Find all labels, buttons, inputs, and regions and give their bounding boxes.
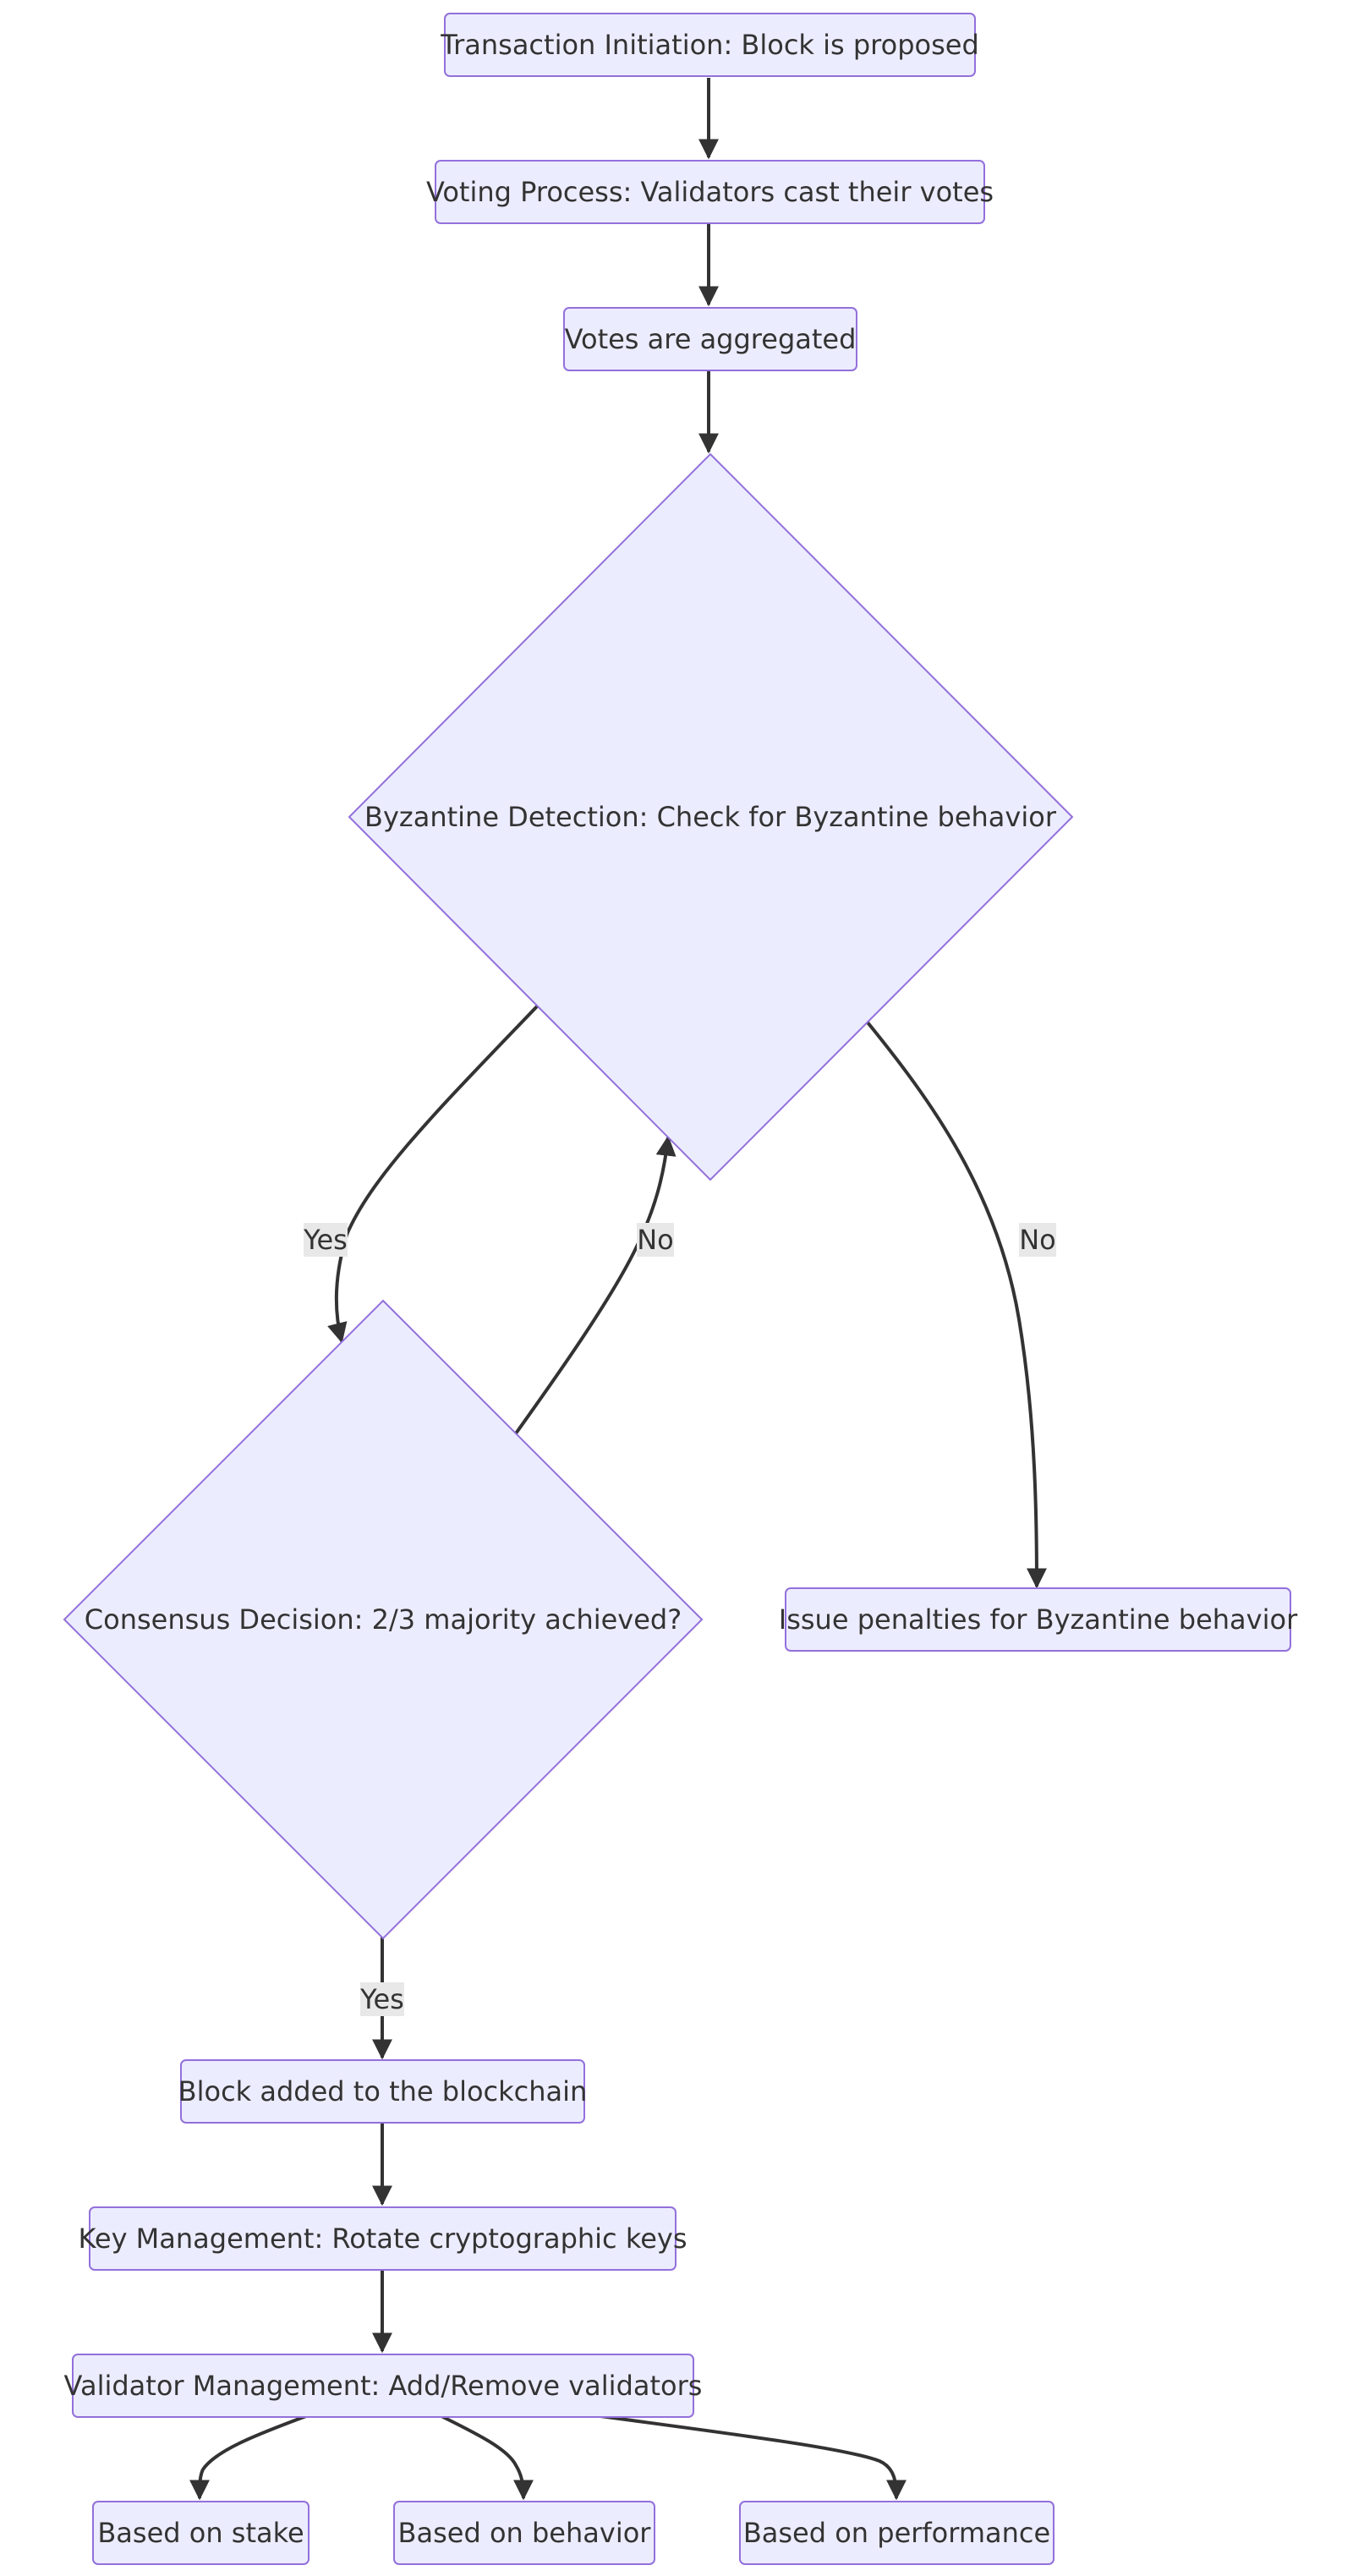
edge-detection-to-penalties	[866, 1021, 1047, 1589]
edge-label-yes-block: Yes	[359, 1982, 404, 2016]
node-voting-process[interactable]: Voting Process: Validators cast their vo…	[426, 160, 994, 224]
edge-consensus-to-detection	[514, 1135, 676, 1435]
node-label: Block added to the blockchain	[178, 2075, 588, 2107]
node-consensus-decision[interactable]: Consensus Decision: 2/3 majority achieve…	[63, 1299, 704, 1940]
node-label: Issue penalties for Byzantine behavior	[779, 1603, 1298, 1636]
edge-label-text: Yes	[359, 1983, 404, 2015]
edge-label-no-consensus: No	[637, 1223, 674, 1257]
edge-label-text: No	[637, 1224, 674, 1256]
edge-label-text: Yes	[303, 1224, 348, 1256]
node-based-on-behavior[interactable]: Based on behavior	[393, 2501, 655, 2565]
node-label: Validator Management: Add/Remove validat…	[64, 2370, 703, 2402]
edge-label-text: No	[1019, 1224, 1056, 1256]
node-votes-aggregated[interactable]: Votes are aggregated	[563, 307, 857, 371]
node-label: Based on stake	[97, 2517, 304, 2549]
edge-validator-to-stake	[189, 2414, 307, 2501]
node-label: Key Management: Rotate cryptographic key…	[78, 2222, 687, 2255]
node-label: Consensus Decision: 2/3 majority achieve…	[85, 1603, 682, 1636]
edge-label-no-penalties: No	[1019, 1223, 1056, 1257]
node-label: Votes are aggregated	[565, 323, 857, 355]
node-based-on-stake[interactable]: Based on stake	[92, 2501, 309, 2565]
node-key-management[interactable]: Key Management: Rotate cryptographic key…	[78, 2206, 687, 2271]
node-label: Voting Process: Validators cast their vo…	[426, 176, 994, 208]
node-transaction-initiation[interactable]: Transaction Initiation: Block is propose…	[440, 13, 979, 77]
edge-validator-to-behavior	[441, 2414, 534, 2501]
node-label: Byzantine Detection: Check for Byzantine…	[364, 801, 1057, 833]
edge-labels: Yes No No Yes	[303, 1223, 1056, 2016]
node-block-added[interactable]: Block added to the blockchain	[178, 2059, 588, 2124]
node-label: Based on performance	[743, 2517, 1050, 2549]
node-byzantine-detection[interactable]: Byzantine Detection: Check for Byzantine…	[348, 452, 1074, 1181]
edge-validator-to-performance	[600, 2414, 907, 2501]
node-issue-penalties[interactable]: Issue penalties for Byzantine behavior	[779, 1587, 1298, 1652]
node-based-on-performance[interactable]: Based on performance	[739, 2501, 1054, 2565]
node-label: Based on behavior	[398, 2517, 652, 2549]
node-label: Transaction Initiation: Block is propose…	[440, 29, 979, 61]
node-validator-management[interactable]: Validator Management: Add/Remove validat…	[64, 2354, 703, 2418]
edges	[189, 78, 1047, 2501]
edge-label-yes-detection: Yes	[303, 1223, 348, 1257]
nodes: Transaction Initiation: Block is propose…	[63, 13, 1298, 2565]
edge-detection-to-consensus	[327, 1005, 539, 1344]
